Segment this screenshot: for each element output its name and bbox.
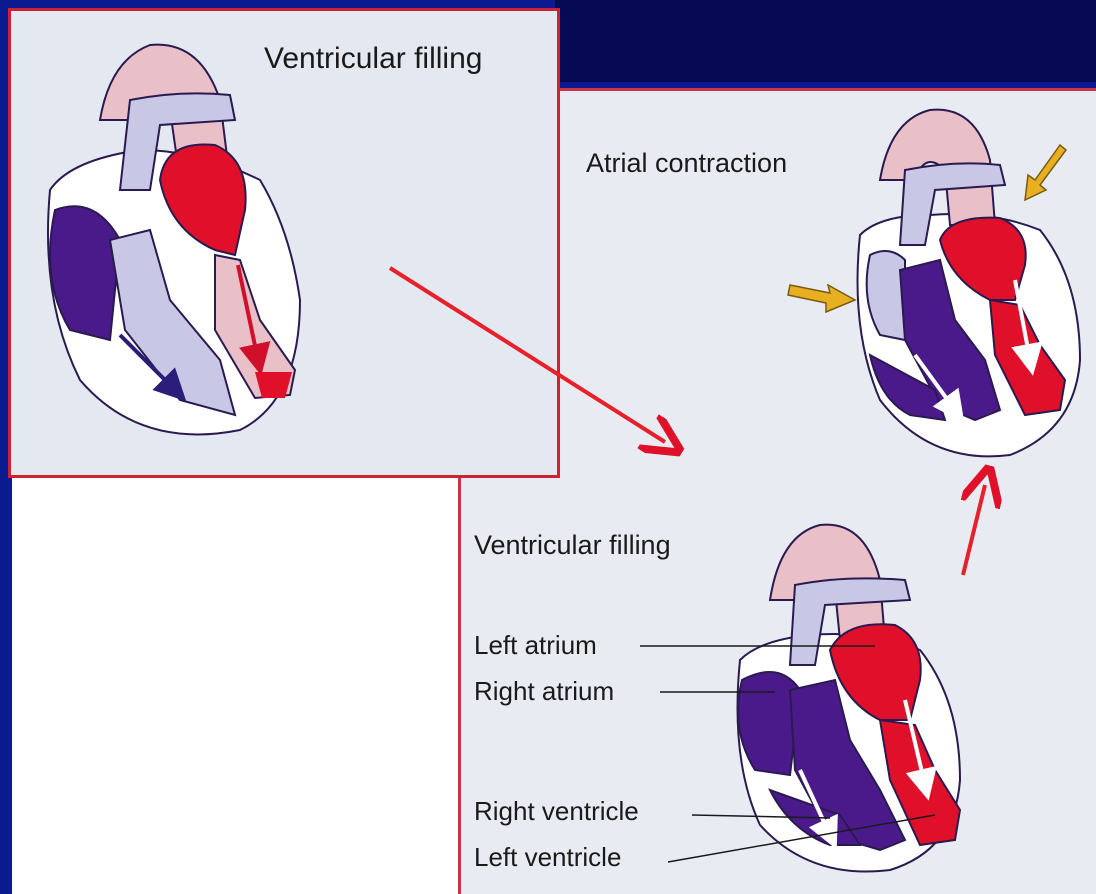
left-atrium-label: Left atrium xyxy=(474,630,597,661)
inset-title: Ventricular filling xyxy=(264,42,482,76)
right-ventricle-label: Right ventricle xyxy=(474,796,639,827)
heart-ventricular-filling-labelled xyxy=(738,525,961,872)
pressure-arrow-left xyxy=(788,285,855,312)
right-atrium-label: Right atrium xyxy=(474,676,614,707)
arrow-filling-to-atrial xyxy=(963,485,985,575)
ventricular-filling-label: Ventricular filling xyxy=(474,530,671,561)
atrial-contraction-label: Atrial contraction xyxy=(586,148,787,179)
pressure-arrow-right xyxy=(1025,145,1066,200)
heart-atrial-contraction xyxy=(858,110,1081,457)
heart-ventricular-filling-inset xyxy=(48,45,300,435)
arrow-inset-to-atrial xyxy=(390,268,665,442)
left-ventricle-label: Left ventricle xyxy=(474,842,621,873)
